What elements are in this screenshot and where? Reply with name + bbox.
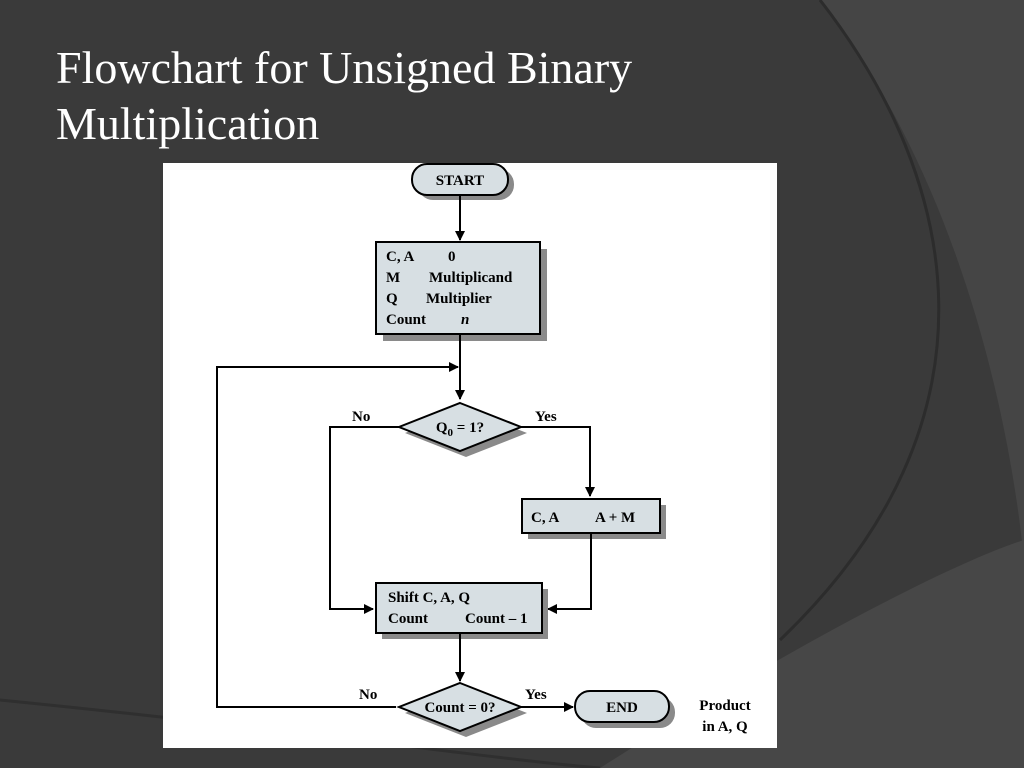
start-label: START [436,173,484,189]
decision-q0-no-label: No [352,409,370,425]
init-row1-left: C, A [386,249,415,265]
flowchart-figure: START C, A 0 M Multiplicand Q Multiplier… [163,163,777,748]
slide-title-line-1: Flowchart for Unsigned Binary [56,42,633,93]
init-row1-right: 0 [448,249,456,265]
result-line-1: Product [699,698,750,714]
end-label: END [606,700,638,716]
add-box-right: A + M [595,510,635,526]
shift-box-row2-left: Count [388,611,428,627]
init-row4-left: Count [386,312,426,328]
decision-count: Count = 0? [396,681,527,737]
slide-title-line-2: Multiplication [56,98,320,149]
shift-box: Shift C, A, Q Count Count – 1 [375,582,548,639]
decision-count-no-label: No [359,687,377,703]
decision-count-yes-label: Yes [525,687,547,703]
flowchart-diagram: START C, A 0 M Multiplicand Q Multiplier… [216,163,751,737]
slide-title: Flowchart for Unsigned Binary Multiplica… [56,40,756,152]
add-box: C, A A + M [521,498,666,539]
result-line-2: in A, Q [702,719,748,735]
arrow-add-to-shift [547,533,592,614]
init-row2-right: Multiplicand [429,270,513,286]
arrow-q0-yes [521,426,595,497]
arrow-loop-back [216,362,459,708]
init-row3-right: Multiplier [426,291,492,307]
shift-box-row2-right: Count – 1 [465,611,528,627]
decision-q0-label: Q0 = 1? [436,420,484,439]
add-box-left: C, A [531,510,560,526]
shift-box-row1: Shift C, A, Q [388,590,470,606]
arrow-q0-no [329,426,399,614]
decision-q0: Q0 = 1? [396,401,527,457]
start-terminal: START [411,163,514,200]
init-row2-left: M [386,270,400,286]
end-terminal: END [574,690,675,728]
init-row4-right: n [461,312,469,328]
init-row3-left: Q [386,291,398,307]
decision-q0-yes-label: Yes [535,409,557,425]
decision-count-label: Count = 0? [424,700,495,716]
init-box: C, A 0 M Multiplicand Q Multiplier Count… [375,241,547,341]
